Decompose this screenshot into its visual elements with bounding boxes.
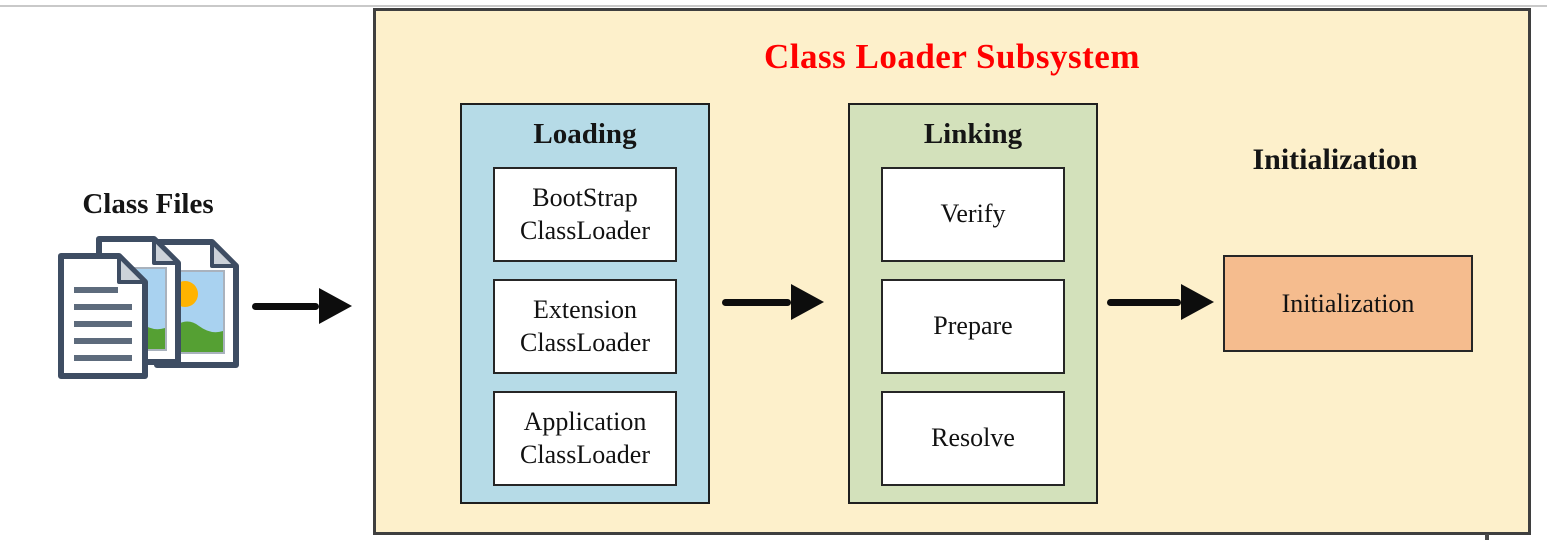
arrow-shaft: [722, 298, 791, 306]
linking-panel-title: Linking: [923, 118, 1023, 150]
prepare-box: Prepare: [881, 279, 1065, 374]
verify-box: Verify: [881, 167, 1065, 262]
initialization-box: Initialization: [1223, 255, 1473, 352]
extension-classloader-box: Extension ClassLoader: [493, 279, 677, 374]
arrow-head: [319, 288, 352, 324]
arrow-shaft: [1107, 298, 1181, 306]
flow-arrow-classfiles-to-loading: [252, 288, 352, 324]
flow-arrow-linking-to-initialization: [1107, 284, 1214, 320]
flow-arrow-loading-to-linking: [722, 284, 824, 320]
resolve-box: Resolve: [881, 391, 1065, 486]
initialization-heading: Initialization: [1252, 143, 1418, 176]
class-files-label: Class Files: [82, 188, 214, 220]
class-files-stack-icon: [58, 236, 239, 379]
loading-panel-items: BootStrap ClassLoader Extension ClassLoa…: [493, 167, 677, 486]
bootstrap-classloader-box: BootStrap ClassLoader: [493, 167, 677, 262]
linking-panel-items: Verify Prepare Resolve: [881, 167, 1065, 486]
arrow-shaft: [252, 302, 319, 310]
page-top-rule: [0, 5, 1547, 7]
text-file-icon: [58, 253, 148, 379]
loading-panel-title: Loading: [533, 118, 637, 150]
loading-panel: Loading BootStrap ClassLoader Extension …: [460, 103, 710, 504]
application-classloader-box: Application ClassLoader: [493, 391, 677, 486]
arrow-head: [1181, 284, 1214, 320]
container-bottom-tick: [1485, 534, 1489, 540]
arrow-head: [791, 284, 824, 320]
diagram-title: Class Loader Subsystem: [764, 37, 1140, 76]
linking-panel: Linking Verify Prepare Resolve: [848, 103, 1098, 504]
class-files-group: Class Files: [52, 188, 244, 390]
